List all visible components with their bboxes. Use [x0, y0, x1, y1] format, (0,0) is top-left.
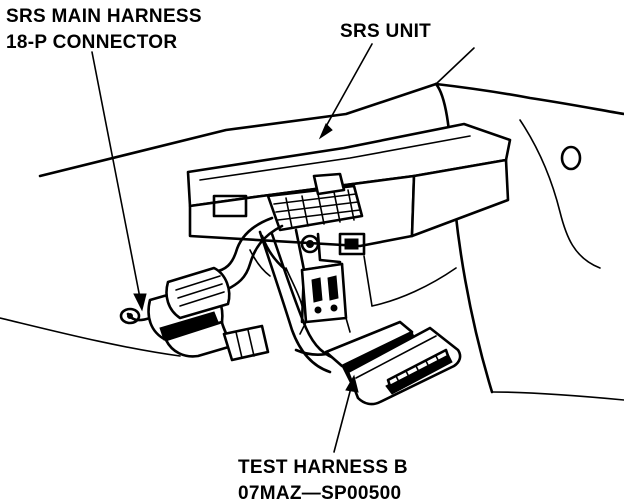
main-harness-leader	[91, 51, 141, 299]
leader-lines	[91, 43, 373, 453]
unit-indicator-window	[212, 194, 248, 218]
srs-unit-label: SRS UNIT	[340, 21, 431, 42]
srs-unit-leader	[323, 43, 373, 131]
unit-connector	[266, 172, 364, 232]
test-harness-leader	[333, 383, 353, 453]
main-harness-label-line2: 18-P CONNECTOR	[6, 32, 177, 53]
harness-wires	[126, 216, 342, 374]
test-harness-label-line2: 07MAZ—SP00500	[238, 483, 401, 504]
main-harness-label-line1: SRS MAIN HARNESS	[6, 6, 202, 27]
srs-unit-box	[186, 122, 512, 264]
mounting-bracket	[260, 228, 457, 335]
test-harness-b	[324, 320, 462, 406]
main-harness-connector	[119, 266, 270, 362]
unit-mounting-lug	[338, 232, 366, 256]
mounting-bolt	[300, 234, 320, 254]
mounting-hole-icon	[560, 145, 582, 171]
ground-terminal-icon	[119, 307, 141, 325]
test-harness-label-line1: TEST HARNESS B	[238, 457, 408, 478]
